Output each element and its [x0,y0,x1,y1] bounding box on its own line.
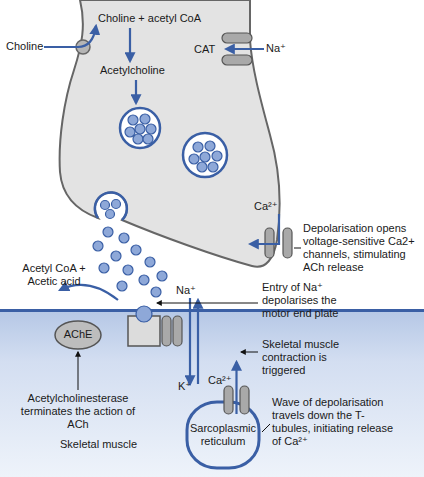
leader-line [294,248,301,249]
node-text: Skeletal muscle [60,438,180,451]
ach-molecule [111,251,121,261]
ach-molecule [93,241,103,251]
callout-label: Ca²⁺ [208,374,236,387]
reticulum-outline [187,402,259,468]
ach-molecule [123,265,133,275]
ach-molecule [106,210,115,219]
callout-label: Acetylcholinesterase terminates the acti… [20,392,136,431]
callout-label: Choline [6,40,56,53]
node-text: Choline + acetyl CoA [98,12,228,25]
sarcoplasmic-reticulum: Sarcoplasmic reticulum [185,400,261,470]
ach-molecule [101,201,110,210]
callout-label: Entry of Na⁺ depolarises the motor end p… [262,281,362,320]
node-text: AChE [54,328,102,341]
node-text: Sarcoplasmic reticulum [187,422,259,448]
callout-label: Na⁺ [266,42,296,55]
node-text: Acetylcholine [100,64,200,77]
calcium-channel [283,228,292,258]
callout-label: K⁺ [178,380,198,393]
ach-molecule [117,281,127,291]
leader-arrow [157,303,258,304]
enzyme-outline [55,321,101,349]
ach-molecule [151,287,161,297]
ach-molecule [119,233,129,243]
ach-molecule [145,257,155,267]
enzyme-ellipse: AChE [54,320,102,350]
ach-molecule [99,263,109,273]
callout-label: Skeletal muscle contraction is triggered [262,338,354,377]
ach-molecule [157,271,167,281]
callout-label: CAT [194,43,224,56]
callout-label: Acetyl CoA + Acetic acid [16,262,92,288]
callout-label: Depolarisation opens voltage-sensitive C… [303,222,423,274]
nerve-terminal: Choline + acetyl CoA Acetylcholine [55,0,285,275]
callout-label: Wave of depolarisation travels down the … [272,396,402,448]
terminal-outline [60,0,280,267]
hydrolysis-arrow [60,285,118,300]
callout-label: Ca²⁺ [254,200,284,213]
ach-molecule [139,275,149,285]
ach-molecule [103,227,113,237]
callout-label: Na⁺ [176,284,200,297]
ach-molecule [112,200,121,209]
ach-molecule [131,245,141,255]
